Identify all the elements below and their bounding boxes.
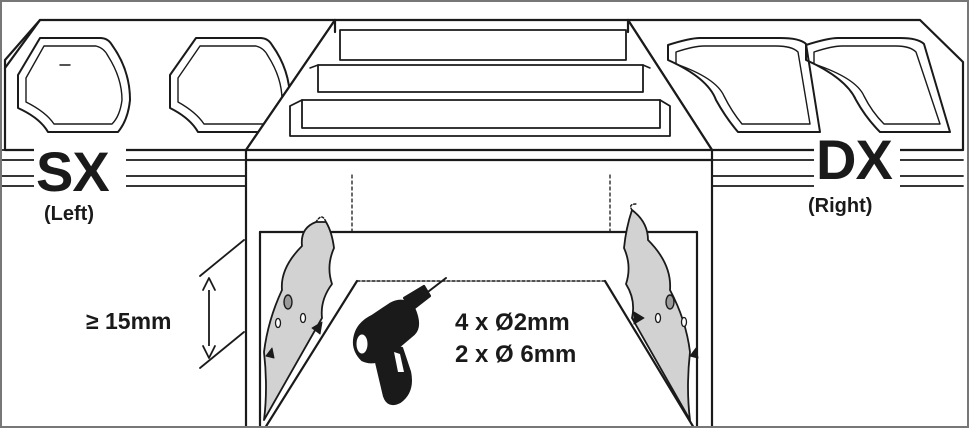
drill-icon [352, 277, 447, 406]
minimum-depth-label: ≥ 15mm [86, 308, 172, 334]
right-side-caption: (Right) [808, 195, 873, 217]
left-label-halo [34, 141, 126, 203]
left-side-caption: (Left) [44, 203, 94, 225]
dimension-arrow [199, 239, 245, 369]
small-holes-spec: 4 x Ø2mm [455, 309, 570, 336]
right-side-label: DX [816, 128, 893, 191]
cabinet-cavity [244, 158, 714, 428]
hinge-bracket-left [263, 216, 335, 421]
left-side-label: SX [36, 140, 110, 203]
center-cabinet [244, 18, 714, 233]
right-label-halo [814, 138, 900, 194]
hinge-bracket-right [623, 203, 699, 421]
large-holes-spec: 2 x Ø 6mm [455, 341, 577, 368]
